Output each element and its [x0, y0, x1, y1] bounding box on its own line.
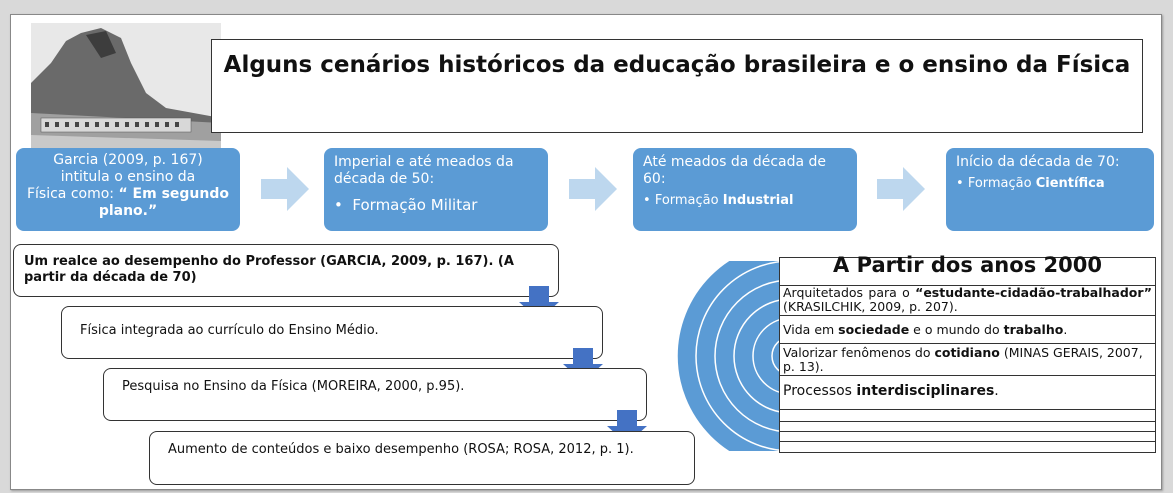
panel-bold: “estudante-cidadão-trabalhador”	[915, 285, 1152, 300]
step-text: Pesquisa no Ensino da Física (MOREIRA, 2…	[122, 379, 465, 394]
timeline-box-imperial: Imperial e até meados da década de 50: •…	[324, 148, 548, 231]
down-arrow-icon	[563, 348, 603, 382]
timeline-bullet-bold: Científica	[1035, 176, 1105, 191]
timeline-box-cientifica: Início da década de 70: • Formação Cient…	[946, 148, 1154, 231]
panel-text: Vida em	[783, 322, 839, 337]
step-box: Um realce ao desempenho do Professor (GA…	[13, 244, 559, 297]
panel-text: .	[1063, 322, 1068, 337]
panel-text: (KRASILCHIK, 2009, p. 207).	[783, 299, 958, 314]
down-arrow-icon	[607, 410, 647, 444]
panel-bold: cotidiano	[934, 345, 1000, 360]
right-arrow-icon	[877, 167, 925, 211]
page-title: Alguns cenários históricos da educação b…	[223, 52, 1131, 78]
panel-text: Processos	[783, 383, 857, 399]
panel-title: A Partir dos anos 2000	[833, 253, 1102, 277]
panel-row-empty	[780, 410, 1155, 422]
panel-text: (MINAS GERAIS, 2007, p. 13).	[783, 345, 1143, 374]
timeline-text: intitula o ensino da	[60, 169, 196, 185]
historic-photo-icon	[31, 23, 221, 151]
timeline-emphasis: “ Em segundo plano.”	[98, 186, 230, 219]
panel-text: e o mundo do	[909, 322, 1004, 337]
timeline-heading: Imperial e até meados da década de 50:	[334, 154, 514, 187]
timeline-heading: Até meados da década de 60:	[643, 154, 827, 187]
timeline-text: Física como:	[26, 186, 119, 202]
right-arrow-icon	[261, 167, 309, 211]
panel-row: Valorizar fenômenos do cotidiano (MINAS …	[780, 344, 1155, 376]
panel-text: Valorizar fenômenos do	[783, 345, 935, 360]
step-text: Física integrada ao currículo do Ensino …	[80, 323, 379, 338]
panel-row-empty	[780, 432, 1155, 442]
timeline-bullet-bold: Industrial	[722, 193, 794, 208]
concentric-arcs	[676, 261, 791, 451]
panel-bold: interdisciplinares	[856, 383, 995, 399]
step-text: Aumento de conteúdos e baixo desempenho …	[168, 442, 634, 457]
timeline-box-industrial: Até meados da década de 60: • Formação I…	[633, 148, 857, 231]
panel-bold: trabalho	[1003, 322, 1064, 337]
timeline-text: Garcia (2009, p. 167)	[53, 152, 203, 168]
slide: Alguns cenários históricos da educação b…	[10, 14, 1162, 490]
step-text: Um realce ao desempenho do Professor (GA…	[24, 254, 514, 285]
panel-row: Vida em sociedade e o mundo do trabalho.	[780, 316, 1155, 344]
step-box: Pesquisa no Ensino da Física (MOREIRA, 2…	[103, 368, 647, 421]
timeline-bullet: Formação Militar	[352, 196, 478, 214]
title-box: Alguns cenários históricos da educação b…	[211, 39, 1143, 133]
panel-title-row: A Partir dos anos 2000	[780, 253, 1155, 286]
panel-row: Processos interdisciplinares.	[780, 376, 1155, 410]
panel-row: Arquitetados para o “estudante-cidadão-t…	[780, 286, 1155, 316]
panel-text: .	[994, 383, 999, 399]
timeline-box-garcia: Garcia (2009, p. 167) intitula o ensino …	[16, 148, 240, 231]
right-arrow-icon	[569, 167, 617, 211]
panel-bold: sociedade	[838, 322, 910, 337]
down-arrow-icon	[519, 286, 559, 320]
timeline-bullet: Formação	[967, 176, 1036, 191]
panel-row-empty	[780, 422, 1155, 432]
right-panel: A Partir dos anos 2000 Arquitetados para…	[779, 253, 1156, 453]
step-box: Aumento de conteúdos e baixo desempenho …	[149, 431, 695, 485]
panel-text: Arquitetados para o	[783, 285, 916, 300]
timeline-bullet: Formação	[654, 193, 723, 208]
step-box: Física integrada ao currículo do Ensino …	[61, 306, 603, 359]
timeline-heading: Início da década de 70:	[956, 154, 1120, 170]
